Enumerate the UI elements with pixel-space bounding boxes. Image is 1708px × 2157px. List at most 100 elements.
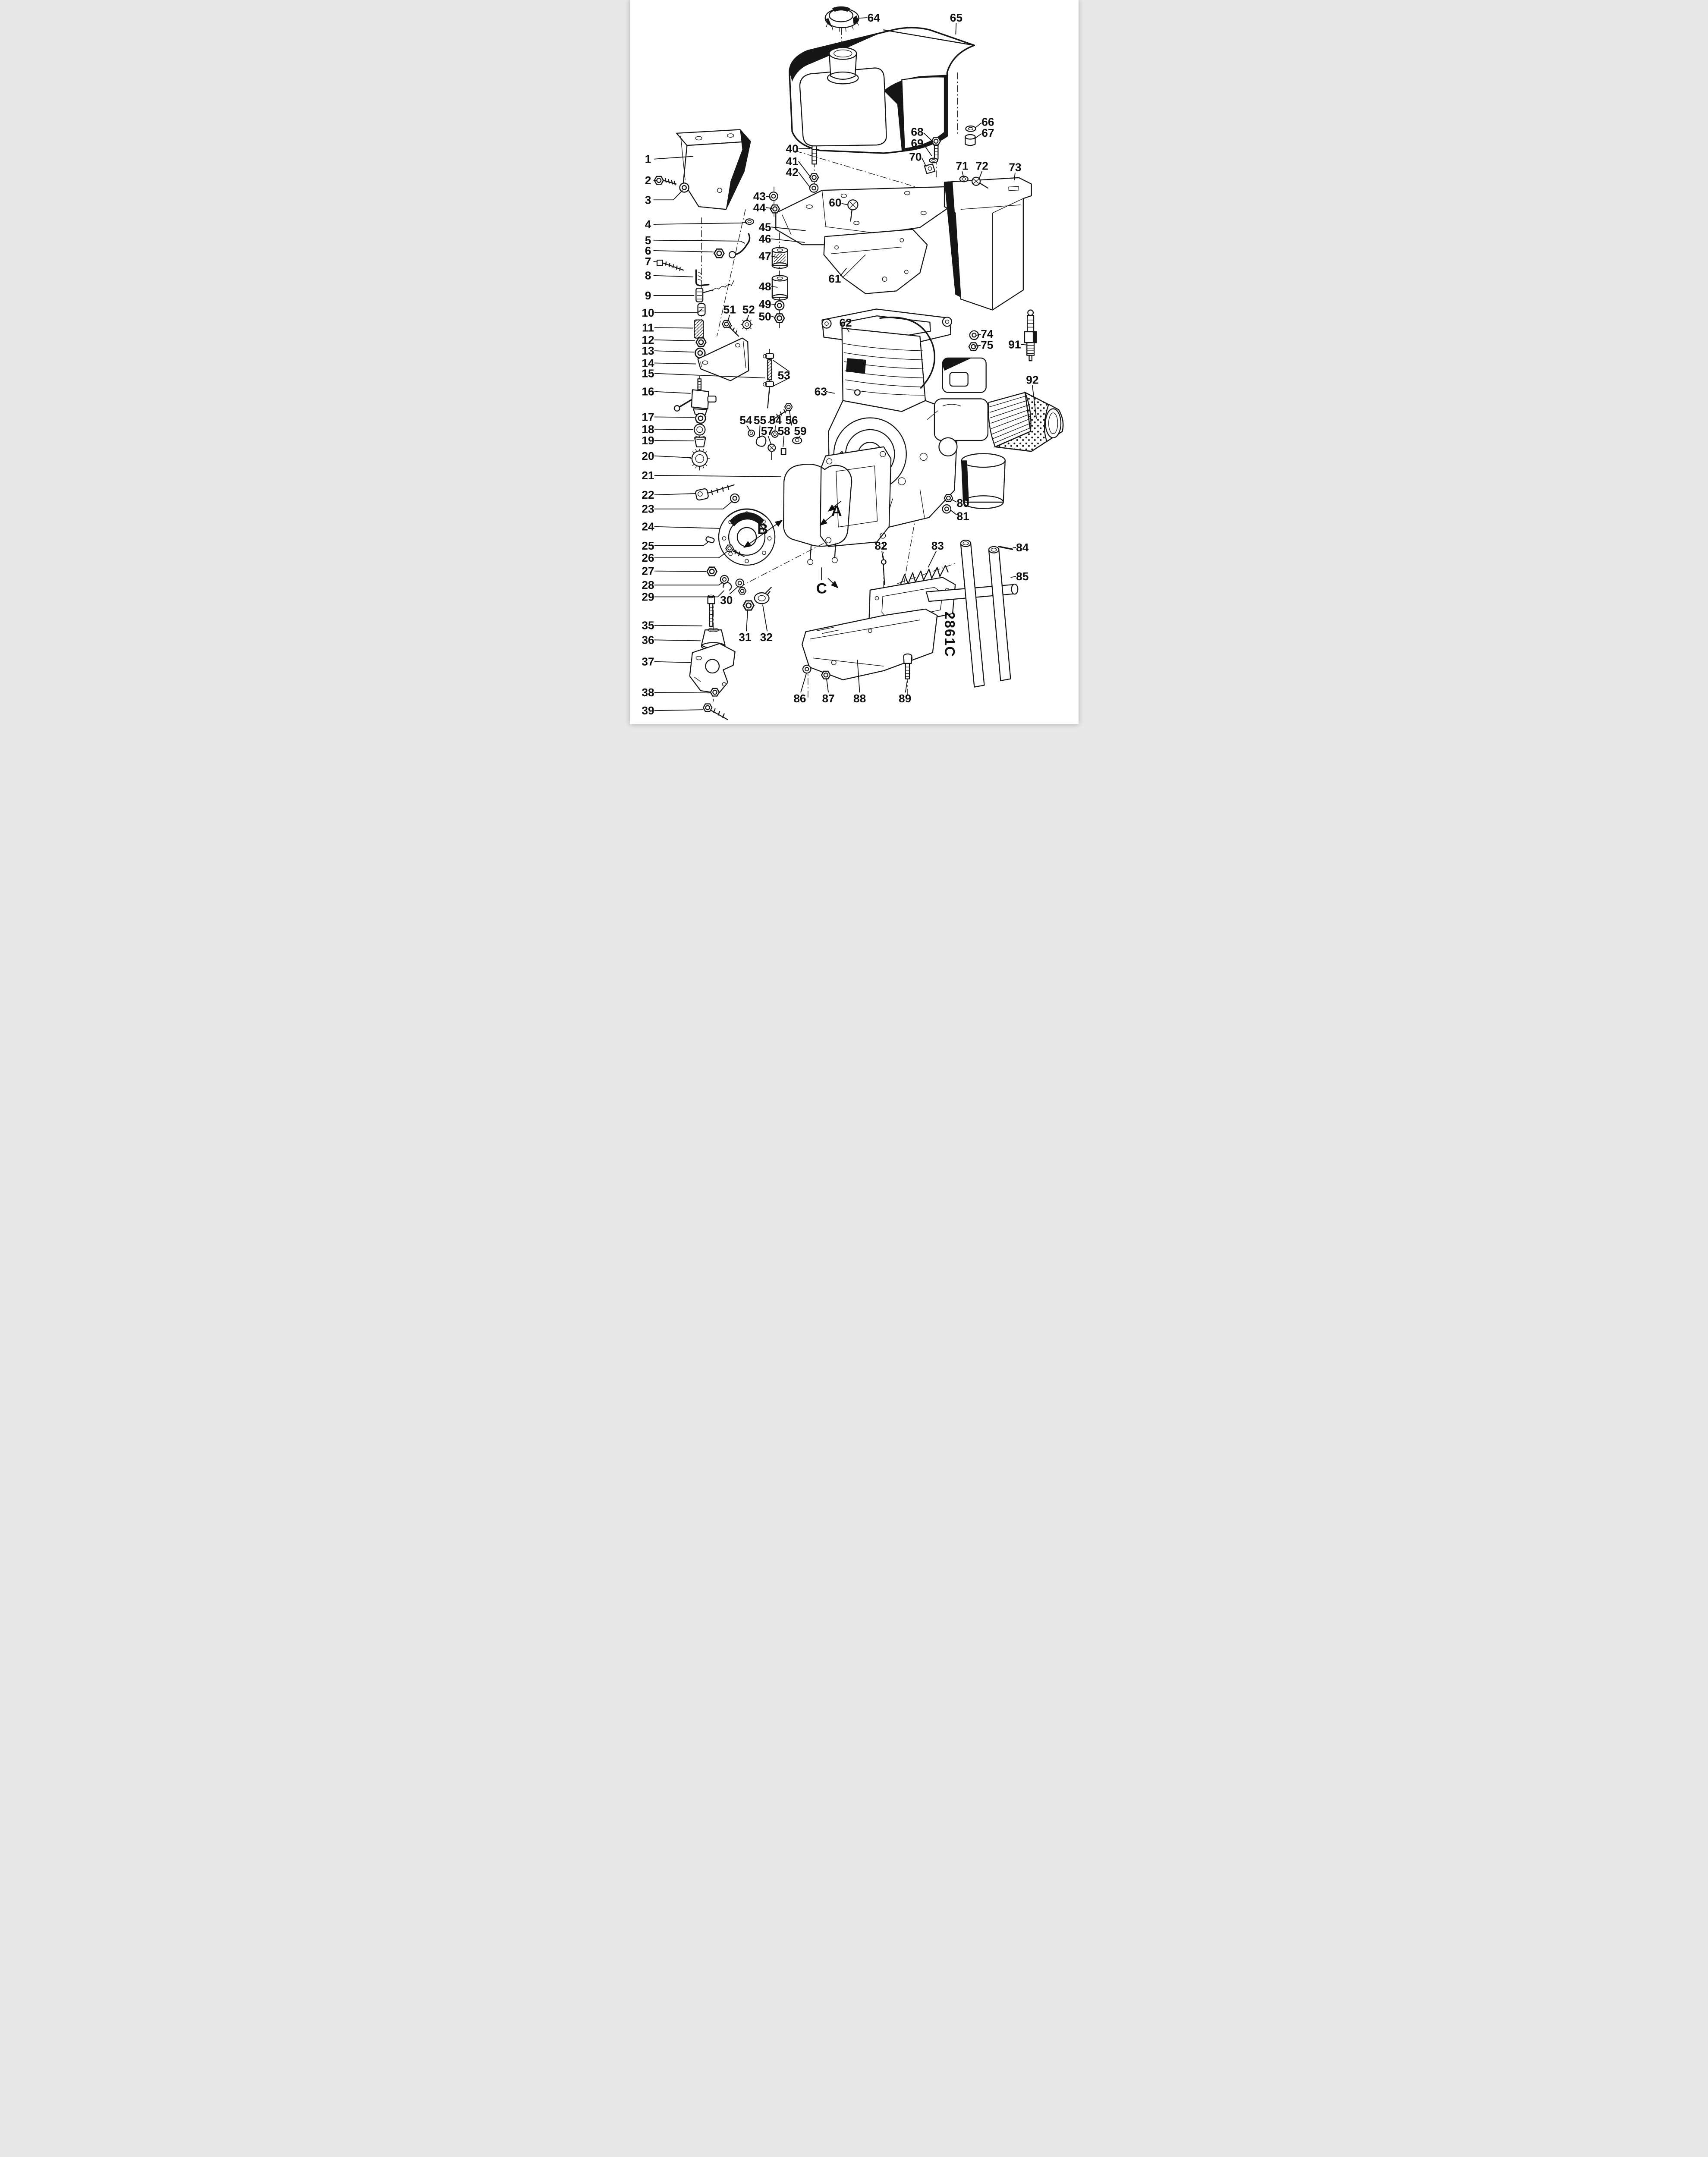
leader-line-52 (746, 314, 749, 321)
part-callout-82: 82 (874, 539, 887, 552)
part-callout-20: 20 (642, 450, 654, 462)
part-callout-48: 48 (758, 280, 771, 293)
leader-line-21 (654, 475, 781, 478)
part-callout-19: 19 (642, 434, 654, 447)
rubber-mounts (768, 192, 788, 323)
leader-line-55 (759, 425, 760, 438)
screw-82 (881, 559, 887, 585)
washer-3 (679, 182, 689, 193)
part-callout-73: 73 (1009, 161, 1021, 174)
part-callout-47: 47 (758, 250, 771, 263)
part-callout-29: 29 (642, 591, 654, 604)
part-callout-54: 54 (769, 414, 782, 427)
part-callout-89: 89 (899, 692, 911, 705)
part-callout-10: 10 (642, 306, 654, 319)
leader-line-92 (1032, 385, 1037, 419)
leader-line-29 (654, 590, 724, 597)
leader-line-36 (654, 639, 701, 641)
leader-line-39 (654, 709, 703, 711)
leader-line-16 (654, 391, 691, 394)
part-callout-39: 39 (642, 704, 654, 717)
part-callout-45: 45 (758, 220, 771, 233)
leader-line-32 (762, 604, 767, 632)
leader-line-60 (841, 203, 848, 205)
leader-line-69 (923, 144, 932, 156)
part-callout-22: 22 (642, 488, 654, 501)
part-callout-30: 30 (720, 594, 733, 607)
leader-line-50 (771, 316, 775, 318)
tap-bracket-group (694, 318, 753, 381)
part-callout-59: 59 (794, 424, 806, 437)
callout-labels: 1234567891011121314151617181920212223242… (642, 11, 1038, 717)
leader-line-10 (654, 308, 703, 313)
part-callout-17: 17 (642, 410, 654, 423)
part-callout-44: 44 (753, 201, 766, 214)
part-callout-72: 72 (975, 159, 988, 172)
part-callout-26: 26 (642, 551, 654, 564)
leader-line-49 (771, 303, 776, 305)
part-callout-86: 86 (793, 692, 806, 705)
leader-line-70 (921, 157, 927, 167)
part-callout-28: 28 (642, 579, 654, 591)
section-letter-C: C (816, 581, 827, 597)
part-callout-57: 57 (761, 424, 773, 437)
leader-line-47 (771, 255, 778, 258)
leader-line-23 (654, 501, 733, 509)
part-callout-4: 4 (645, 218, 651, 231)
part-callout-6: 6 (645, 244, 651, 257)
part-callout-40: 40 (786, 142, 798, 155)
leader-line-22 (654, 493, 696, 496)
fuel-tank (788, 6, 975, 154)
part-callout-85: 85 (1016, 570, 1029, 583)
leader-line-85 (1010, 576, 1016, 578)
leader-line-4 (653, 221, 747, 225)
leader-line-71 (961, 171, 964, 177)
leader-line-20 (654, 455, 691, 458)
leader-line-53 (772, 360, 790, 372)
leader-line-6 (653, 250, 714, 252)
part-callout-12: 12 (642, 333, 654, 346)
leader-line-89 (905, 680, 908, 693)
section-letter-B: B (757, 521, 768, 538)
leader-line-86 (800, 672, 807, 693)
part-callout-91: 91 (1008, 338, 1021, 351)
nut-75 (968, 342, 978, 352)
part-callout-3: 3 (645, 193, 651, 206)
leader-line-68 (923, 132, 934, 143)
crankcase-cover-group (783, 446, 891, 565)
part-callout-53: 53 (777, 369, 790, 382)
leader-line-42 (798, 172, 811, 188)
bolt-22 (695, 484, 735, 501)
part-callout-66: 66 (981, 116, 994, 129)
leader-line-41 (798, 161, 811, 177)
mount-47 (771, 247, 788, 269)
bolt-2 (653, 176, 676, 186)
leader-line-5 (653, 239, 745, 244)
part-callout-56: 56 (785, 414, 798, 427)
part-callout-23: 23 (642, 503, 654, 516)
tank-platform-plate (775, 186, 953, 245)
part-callout-63: 63 (814, 385, 827, 398)
part-callout-55: 55 (753, 414, 766, 427)
part-callout-37: 37 (642, 655, 654, 668)
leader-line-37 (654, 661, 692, 663)
top-fasteners (809, 125, 988, 193)
fuel-tap (673, 378, 717, 469)
part-callout-1: 1 (645, 153, 651, 166)
bottom-assembly (801, 540, 1018, 688)
leader-line-81 (950, 510, 957, 516)
drawing-number: 2861C (942, 611, 957, 657)
part-callout-11: 11 (642, 321, 654, 334)
leader-line-82 (881, 551, 884, 560)
leader-line-80 (951, 499, 957, 503)
part-callout-7: 7 (645, 255, 651, 268)
leader-line-63 (826, 391, 835, 394)
leader-line-75 (974, 345, 981, 347)
part-callout-62: 62 (839, 316, 852, 329)
leader-line-30 (729, 585, 739, 594)
air-filter (988, 391, 1063, 452)
engine-mount-parts (689, 594, 736, 720)
stud-40 (811, 145, 817, 165)
part-callout-88: 88 (853, 692, 866, 705)
